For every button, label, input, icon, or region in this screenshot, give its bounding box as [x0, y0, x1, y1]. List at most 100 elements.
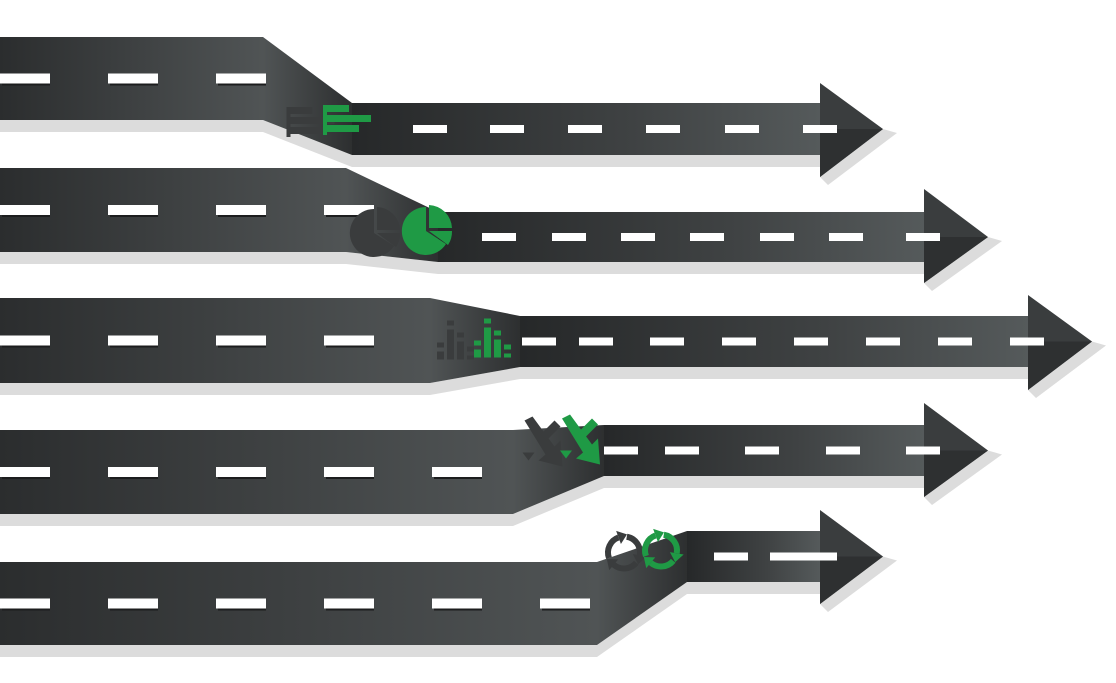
icon-column-cap	[447, 320, 454, 326]
lane-dash	[650, 337, 684, 346]
lane-dash	[0, 598, 50, 609]
lane-dash	[413, 125, 447, 133]
lane-dash	[621, 233, 655, 241]
lane-dash	[482, 233, 516, 241]
lane-dash	[108, 467, 158, 477]
icon-column	[494, 339, 501, 358]
lane-dash	[324, 205, 374, 215]
lane-dash	[938, 337, 972, 346]
lane-dash	[906, 233, 940, 241]
lane-dash-shadow	[218, 215, 266, 217]
lane-dash	[324, 467, 374, 477]
trend-down-arrow-icon	[560, 414, 600, 465]
lane-dash	[432, 598, 482, 609]
lane-dash	[522, 337, 556, 346]
lane-dash	[665, 446, 699, 455]
lane-dash-shadow	[326, 608, 374, 611]
icon-column-cap	[467, 346, 474, 352]
lane-dash-shadow	[2, 608, 50, 611]
pie-chart-icon	[401, 205, 453, 255]
lane-dash-shadow	[326, 345, 374, 348]
lane-dash	[324, 335, 374, 346]
lane-dash	[714, 552, 748, 561]
icon-column	[504, 353, 511, 358]
icon-column-cap	[504, 344, 511, 350]
lane-dash-shadow	[326, 215, 374, 217]
icon-recycle-arrowhead	[669, 552, 684, 563]
arrowhead-shadow	[820, 556, 897, 612]
icon-slice	[429, 231, 453, 245]
road-arrowhead-lower-face	[924, 237, 988, 283]
icon-recycle-arc	[625, 533, 643, 556]
lane-dash	[579, 337, 613, 346]
lane-dash	[794, 337, 828, 346]
road-arrowhead-lower-face	[924, 450, 988, 497]
lane-dash-shadow	[218, 477, 266, 479]
icon-bar	[327, 125, 359, 132]
icon-bar	[290, 107, 313, 114]
arrowhead-shadow	[924, 237, 1002, 291]
lane-dash-shadow	[110, 345, 158, 348]
lane-dash	[216, 73, 266, 84]
lane-dash	[745, 446, 779, 455]
lane-dash	[803, 125, 837, 133]
lane-dash	[803, 552, 837, 561]
icon-column	[467, 355, 474, 360]
icon-slice	[429, 205, 452, 228]
icon-recycle-arc	[642, 532, 657, 557]
road-taper-segment	[597, 531, 687, 645]
lane-dash	[906, 446, 940, 455]
lane-dash	[324, 598, 374, 609]
icon-arrow	[524, 416, 563, 467]
icon-column-cap	[494, 330, 501, 336]
icon-recycle-arc	[611, 560, 639, 572]
lane-dash	[0, 205, 50, 215]
lane-dash	[568, 125, 602, 133]
icon-slice	[377, 207, 400, 230]
lane-dash-shadow	[110, 215, 158, 217]
icon-recycle-arc	[648, 558, 676, 570]
lane-dash-shadow	[110, 477, 158, 479]
icon-column	[474, 349, 481, 358]
lane-dash-shadow	[434, 477, 482, 479]
column-chart-ghost-icon	[437, 320, 474, 360]
lane-dash-shadow	[542, 608, 590, 611]
icon-bar	[290, 127, 323, 134]
road-arrowhead-lower-face	[1028, 341, 1092, 390]
road-shadow	[0, 252, 924, 274]
icon-column-cap	[457, 332, 464, 338]
icon-slice	[401, 206, 446, 255]
road-1	[0, 37, 897, 185]
lane-dash	[540, 598, 590, 609]
icon-bar	[327, 115, 371, 122]
lane-dash	[108, 598, 158, 609]
icon-arrow-head	[560, 450, 572, 459]
lane-dash	[108, 205, 158, 215]
lane-dash	[0, 73, 50, 84]
road-arrowhead-lower-face	[820, 556, 883, 604]
icon-axis	[286, 107, 291, 137]
lane-dash	[826, 446, 860, 455]
lane-dash	[829, 233, 863, 241]
icon-recycle-arc	[605, 534, 620, 559]
lane-dash	[108, 335, 158, 346]
icon-column-cap	[437, 342, 444, 348]
lane-dash	[646, 125, 680, 133]
lane-dash	[216, 598, 266, 609]
lane-dash-shadow	[218, 83, 266, 86]
lane-dash	[432, 467, 482, 477]
lane-dash	[216, 335, 266, 346]
lane-dash	[1010, 337, 1044, 346]
lane-dash-shadow	[326, 477, 374, 479]
road-shadow	[0, 476, 924, 526]
icon-arrow	[562, 414, 600, 465]
lane-dash	[760, 233, 794, 241]
road-arrowhead-lower-face	[820, 129, 883, 177]
icon-arrow-tail	[540, 420, 561, 441]
icon-arrow-tail	[578, 418, 598, 439]
lane-dash	[0, 335, 50, 346]
lane-dash-shadow	[218, 608, 266, 611]
lane-dash	[866, 337, 900, 346]
lane-dash-shadow	[2, 477, 50, 479]
